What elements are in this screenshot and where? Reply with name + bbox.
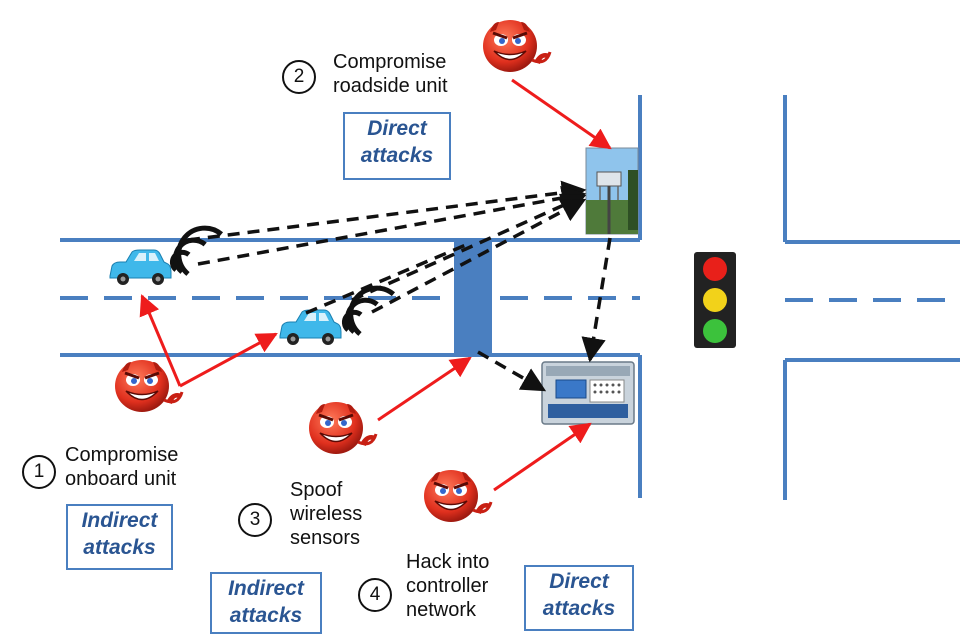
scenario-1-number: 1 xyxy=(22,455,56,489)
car-icon xyxy=(109,249,172,286)
sensor-post-icon xyxy=(454,240,492,355)
scenario-4-attack-type: Direct attacks xyxy=(524,565,634,631)
scenario-4-label: Hack into controller network xyxy=(406,551,490,621)
scenario-3-label: Spoof wireless sensors xyxy=(290,479,363,549)
scenario-3-attack-type: Indirect attacks xyxy=(210,572,322,634)
road xyxy=(60,95,960,500)
scenario-2-label: Compromise roadside unit xyxy=(333,51,448,97)
devil-icon xyxy=(422,468,493,524)
devil-icon xyxy=(307,400,378,456)
wireless-signal-icon xyxy=(168,217,221,274)
attack-arrows xyxy=(139,78,612,492)
scenario-1-attack-type: Indirect attacks xyxy=(66,504,173,570)
communication-links xyxy=(187,180,612,392)
scenario-3-number: 3 xyxy=(238,503,272,537)
controller-cabinet-icon xyxy=(541,361,635,425)
scenario-2-attack-type: Direct attacks xyxy=(343,112,451,180)
traffic-light-icon xyxy=(694,252,736,348)
scenario-4-number: 4 xyxy=(358,578,392,612)
scenario-1-label: Compromise onboard unit xyxy=(65,444,179,490)
scenario-2-number: 2 xyxy=(282,60,316,94)
roadside-unit-icon xyxy=(585,147,639,235)
devil-icon xyxy=(481,18,552,74)
car-icon xyxy=(279,309,342,346)
